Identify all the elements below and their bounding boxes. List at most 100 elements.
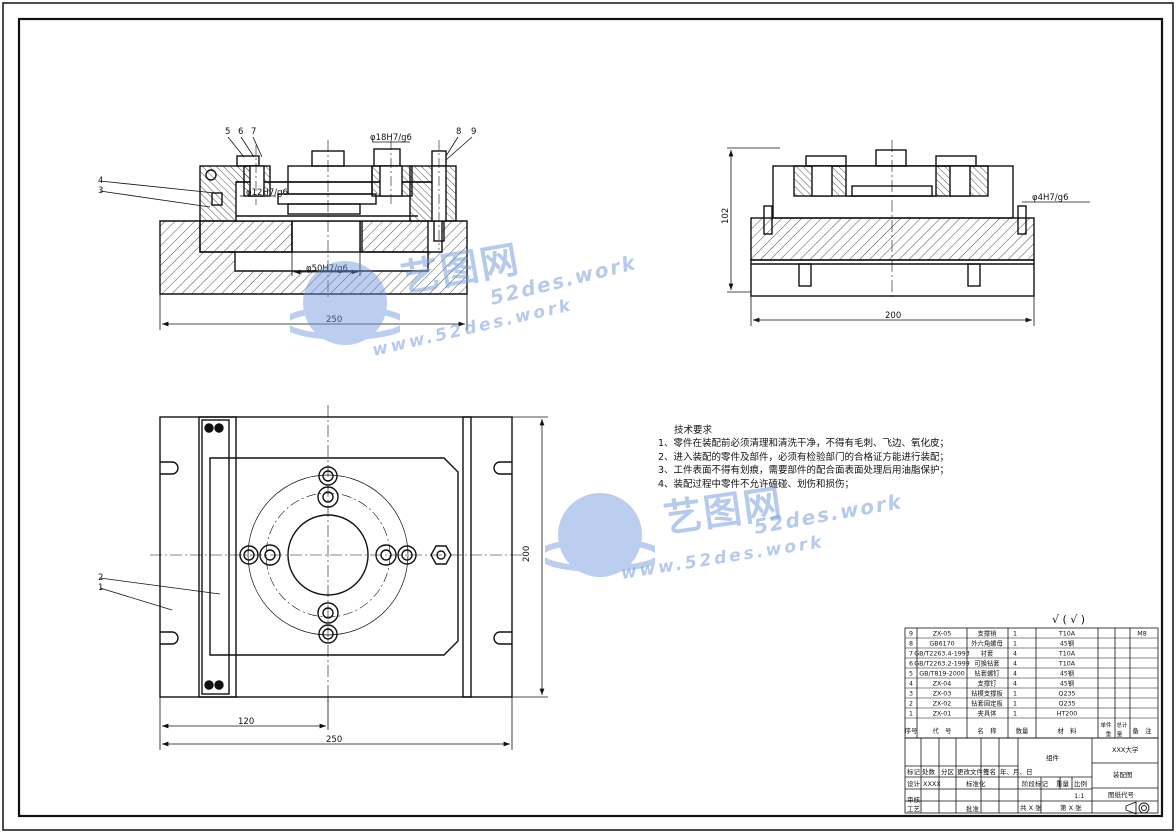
tb-school: XXX大学 xyxy=(1112,745,1139,754)
top-dimensions xyxy=(99,416,548,750)
tech-requirements-title: 技术要求 xyxy=(674,425,713,436)
bom-cell-name: 钻套固定板 xyxy=(971,699,1003,708)
top-labels: 250 120 200 2 1 xyxy=(98,546,532,745)
tb-sign: 签名 xyxy=(983,767,996,776)
projection-symbol-icon xyxy=(1125,801,1150,815)
bom-cell-code: ZX-05 xyxy=(933,631,952,638)
tb-std: 标准化 xyxy=(966,779,986,788)
bom-cell-name: 支撑销 xyxy=(978,629,997,638)
tb-check: 审核 xyxy=(907,795,921,804)
tb-mark: 标记 xyxy=(907,767,921,776)
bom-header-weight: 重 量 xyxy=(1106,730,1123,738)
bom-cell-name: 外六角螺母 xyxy=(971,639,1002,648)
tb-weight: 重量 xyxy=(1056,780,1070,788)
bom-cell-qty: 1 xyxy=(1013,641,1017,648)
title-block-text: 组件 XXX大学 装配图 图纸代号 阶段标记 重量 比例 1:1 共 X 张 第… xyxy=(907,745,1139,813)
bom-header-unit_weight: 单件 xyxy=(1100,721,1112,729)
tb-date: 年、月、日 xyxy=(1000,767,1033,776)
bom-cell-code: GB/T2263.4-1993 xyxy=(914,651,970,658)
tb-sheet-no: 第 X 张 xyxy=(1060,803,1082,812)
bom-header-no: 序号 xyxy=(905,726,918,735)
balloon-2: 2 xyxy=(98,573,103,583)
bom-cell-qty: 1 xyxy=(1013,631,1017,638)
bom-cell-qty: 4 xyxy=(1013,671,1017,678)
bom-cell-qty: 1 xyxy=(1013,711,1017,718)
bom-cell-no: 7 xyxy=(909,651,913,658)
dim-top-width: 250 xyxy=(326,735,342,745)
side-view xyxy=(750,140,1035,300)
bom-cell-no: 6 xyxy=(909,661,913,668)
bom-cell-material: Q235 xyxy=(1059,691,1076,698)
bom-cell-code: GB6170 xyxy=(929,641,954,648)
dim-top-height: 200 xyxy=(522,546,532,562)
bom-cell-no: 2 xyxy=(909,701,913,708)
tech-item-1: 1、零件在装配前必须清理和清洗干净，不得有毛刺、飞边、氧化皮； xyxy=(658,438,950,450)
tech-item-3: 3、工件表面不得有划痕，需要部件的配合面表面处理后用油脂保护； xyxy=(658,465,950,477)
title-block xyxy=(904,737,1159,814)
roughness-symbol: √ ( √ ) xyxy=(1052,613,1085,626)
tb-approve: 批准 xyxy=(966,804,980,813)
tb-scale-label: 比例 xyxy=(1074,779,1087,788)
bom-cell-no: 1 xyxy=(909,711,913,718)
bom-cell-no: 8 xyxy=(909,641,913,648)
bom-cell-material: 45钢 xyxy=(1060,640,1074,648)
inner-border xyxy=(17,17,1164,818)
bom-cell-no: 9 xyxy=(909,631,913,638)
bom-header-total_weight: 总计 xyxy=(1116,721,1128,729)
bom-cell-material: T10A xyxy=(1058,631,1076,638)
tb-design: 设计 xyxy=(907,779,921,788)
bom-cell-code: GB/T819-2000 xyxy=(919,671,964,678)
bom-header-note: 备 注 xyxy=(1133,726,1153,735)
side-dimensions xyxy=(727,147,1090,326)
bom-header-code: 代 号 xyxy=(933,726,952,735)
bom-cell-material: HT200 xyxy=(1057,711,1078,718)
bom-cell-code: ZX-04 xyxy=(933,681,952,688)
front-view xyxy=(159,140,468,300)
front-labels: 250 φ50H7/g6 φ18H7/g6 φ12H7/g6 5 6 7 8 9… xyxy=(98,127,476,325)
dim-bore-main: φ50H7/g6 xyxy=(306,264,348,274)
bom-cell-qty: 4 xyxy=(1013,681,1017,688)
balloon-5: 5 xyxy=(225,127,230,137)
bom-cell-material: Q235 xyxy=(1059,701,1076,708)
tb-process: 工艺 xyxy=(907,805,921,813)
balloon-7: 7 xyxy=(251,127,256,137)
dim-pin-fit: φ4H7/g6 xyxy=(1032,193,1068,203)
dim-bore-upper: φ18H7/g6 xyxy=(370,133,412,143)
dim-bore-small: φ12H7/g6 xyxy=(246,188,288,198)
bom-cell-qty: 1 xyxy=(1013,691,1017,698)
tb-scale: 1:1 xyxy=(1074,792,1084,800)
balloon-3: 3 xyxy=(98,186,103,196)
bom-cell-name: 钻套螺钉 xyxy=(974,669,1000,678)
bom-cell-name: 可换钻套 xyxy=(974,659,1000,668)
bom-cell-name: 夹具体 xyxy=(978,709,998,718)
balloon-4: 4 xyxy=(98,176,103,186)
bom-cell-name: 衬套 xyxy=(981,649,994,658)
tech-item-4: 4、装配过程中零件不允许磕碰、划伤和损伤； xyxy=(658,478,855,490)
bom-cell-no: 5 xyxy=(909,671,913,678)
tech-requirements: 技术要求 1、零件在装配前必须清理和清洗干净，不得有毛刺、飞边、氧化皮； 2、进… xyxy=(658,424,949,491)
bom-cell-qty: 4 xyxy=(1013,661,1017,668)
bom-cell-qty: 1 xyxy=(1013,701,1017,708)
bom-cell-name: 支撑钉 xyxy=(978,679,998,688)
bom-cell-no: 3 xyxy=(909,691,913,698)
bom-header-material: 材 料 xyxy=(1058,726,1078,735)
bom-cell-qty: 4 xyxy=(1013,651,1017,658)
bom-header-qty: 数量 xyxy=(1016,726,1029,735)
bom-cell-name: 钻模支撑板 xyxy=(971,689,1003,698)
tb-drawing-no: 图纸代号 xyxy=(1108,790,1135,799)
bom-header-name: 名 称 xyxy=(978,726,998,735)
bom-cell-material: T10A xyxy=(1058,651,1076,658)
balloon-9: 9 xyxy=(471,127,476,137)
dim-side-width: 200 xyxy=(885,311,901,321)
bom-cell-code: ZX-01 xyxy=(933,711,952,718)
balloon-6: 6 xyxy=(238,127,243,137)
tb-zone: 分区 xyxy=(941,767,955,776)
tb-count: 处数 xyxy=(922,767,936,776)
side-labels: 200 102 φ4H7/g6 xyxy=(721,193,1068,321)
bom-cell-code: ZX-03 xyxy=(933,691,952,698)
bom-cell-material: T10A xyxy=(1058,661,1076,668)
balloon-8: 8 xyxy=(456,127,461,137)
